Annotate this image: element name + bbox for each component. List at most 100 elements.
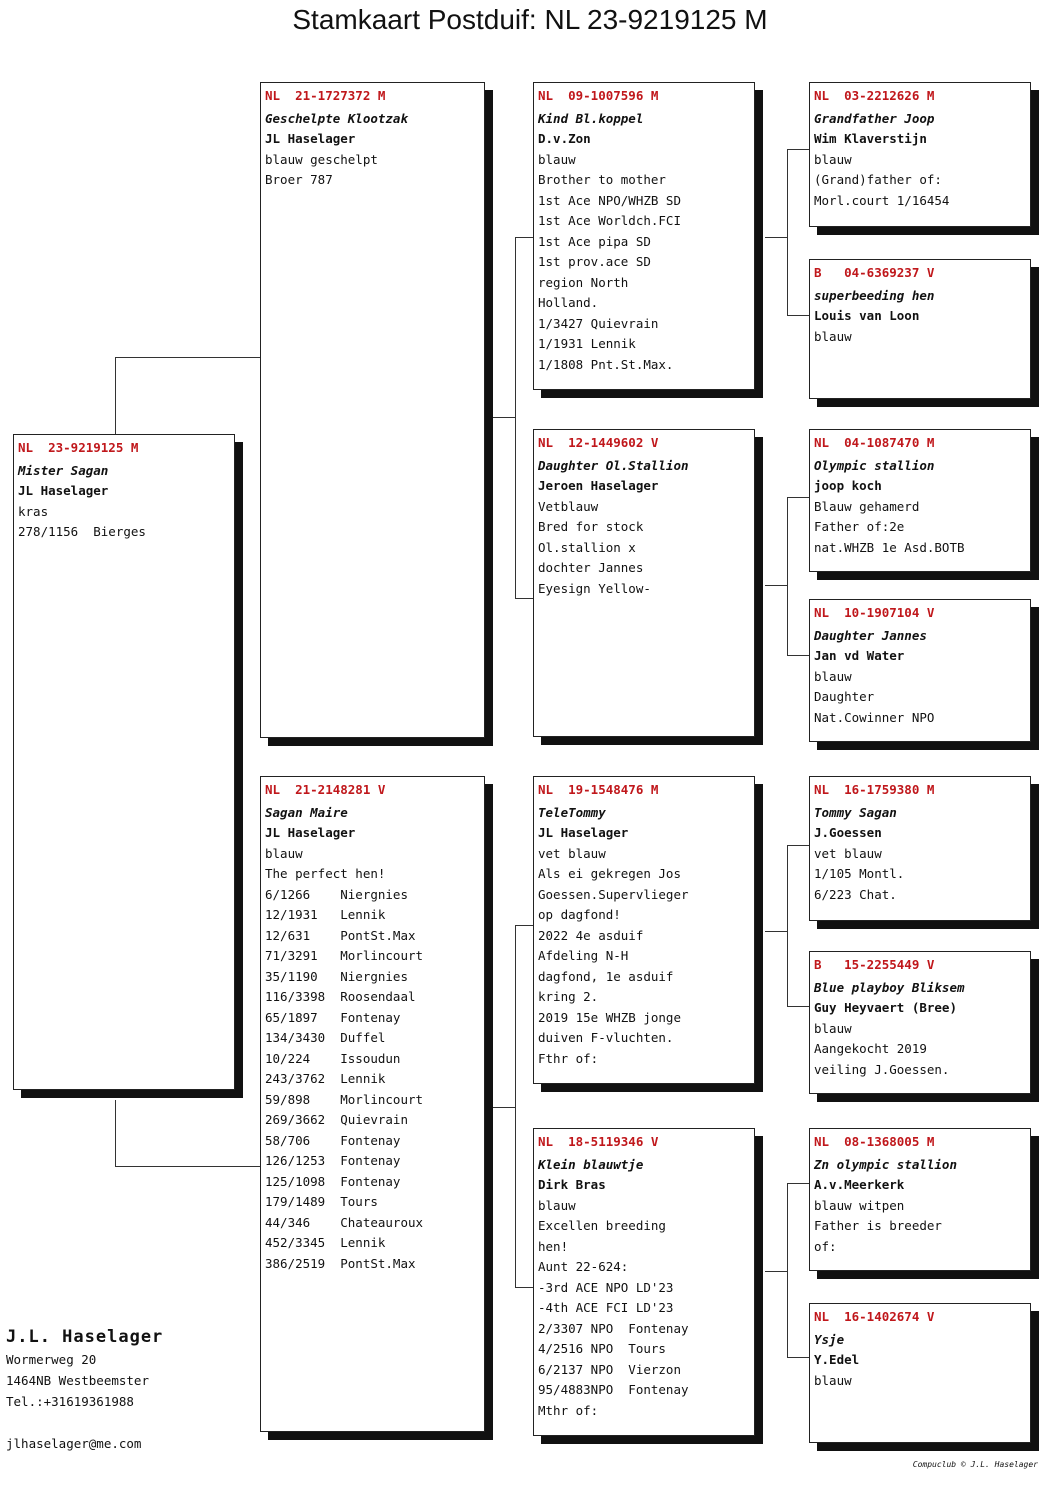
info-line: blauw — [538, 1197, 576, 1213]
ring-number: B 04-6369237 V — [814, 265, 935, 280]
info-line: blauw — [814, 151, 852, 167]
info-line: 1/3427 Quievrain — [538, 315, 659, 331]
owner-email[interactable]: jlhaselager@me.com — [6, 1436, 142, 1451]
info-line: nat.WHZB 1e Asd.BOTB — [814, 539, 965, 555]
breeder-name: Guy Heyvaert (Bree) — [814, 1000, 957, 1015]
info-line: duiven F-vluchten. — [538, 1030, 674, 1045]
info-line: blauw — [814, 1020, 852, 1036]
connector — [765, 237, 787, 238]
ring-number: NL 23-9219125 M — [18, 440, 139, 455]
info-line: 386/2519 PontSt.Max — [265, 1255, 416, 1271]
info-line: Holland. — [538, 295, 599, 310]
info-line: Fthr of: — [538, 1050, 599, 1066]
breeder-name: D.v.Zon — [538, 131, 591, 146]
connector — [787, 315, 809, 316]
breeder-name: Louis van Loon — [814, 308, 920, 323]
breeder-name: J.Goessen — [814, 825, 882, 840]
pigeon-name: Daughter Ol.Stallion — [538, 457, 689, 473]
info-line: Broer 787 — [265, 172, 333, 187]
info-line: 1/1808 Pnt.St.Max. — [538, 356, 674, 372]
info-line: 58/706 Fontenay — [265, 1132, 401, 1148]
info-line: 2019 15e WHZB jonge — [538, 1009, 681, 1025]
pigeon-card: NL 04-1087470 M Olympic stallion joop koch… — [809, 429, 1031, 572]
info-line: 10/224 Issoudun — [265, 1050, 401, 1066]
info-line: vet blauw — [814, 845, 882, 861]
info-line: Brother to mother — [538, 172, 666, 187]
info-line: 1/1931 Lennik — [538, 336, 636, 351]
info-line: 44/346 Chateauroux — [265, 1214, 424, 1230]
connector — [765, 931, 787, 932]
info-line: Blauw gehamerd — [814, 498, 920, 514]
ring-number: NL 03-2212626 M — [814, 88, 935, 103]
info-line: 1st prov.ace SD — [538, 254, 651, 269]
ring-number: B 15-2255449 V — [814, 957, 935, 972]
connector — [765, 585, 787, 586]
info-line: (Grand)father of: — [814, 172, 942, 187]
info-line: blauw — [538, 151, 576, 167]
connector — [515, 1287, 533, 1288]
info-line: 1st Ace pipa SD — [538, 233, 651, 249]
pigeon-name: Ysje — [814, 1331, 845, 1347]
info-line: blauw — [814, 328, 852, 344]
info-line: 1st Ace NPO/WHZB SD — [538, 192, 681, 208]
info-line: Eyesign Yellow- — [538, 580, 651, 596]
info-line: 6/2137 NPO Vierzon — [538, 1361, 681, 1377]
info-line: blauw — [814, 1372, 852, 1388]
info-line: kras — [18, 503, 49, 519]
info-line: dochter Jannes — [538, 560, 644, 575]
connector — [765, 1271, 787, 1272]
breeder-name: joop koch — [814, 478, 882, 493]
pigeon-name: Mister Sagan — [18, 462, 109, 478]
info-line: 2/3307 NPO Fontenay — [538, 1320, 689, 1336]
pigeon-name: superbeeding hen — [814, 287, 935, 303]
info-line: Excellen breeding — [538, 1218, 666, 1233]
pigeon-name: Kind Bl.koppel — [538, 110, 644, 126]
info-line: 125/1098 Fontenay — [265, 1173, 401, 1189]
ring-number: NL 04-1087470 M — [814, 435, 935, 450]
info-line: 65/1897 Fontenay — [265, 1009, 401, 1025]
info-line: 269/3662 Quievrain — [265, 1112, 408, 1127]
connector — [787, 1183, 809, 1184]
info-line: Bred for stock — [538, 519, 644, 534]
breeder-name: Dirk Bras — [538, 1177, 606, 1192]
info-line: 116/3398 Roosendaal — [265, 989, 416, 1004]
connector — [787, 655, 809, 656]
info-line: hen! — [538, 1238, 569, 1254]
info-line: 243/3762 Lennik — [265, 1071, 386, 1086]
owner-info: J.L. Haselager Wormerweg 20 1464NB Westb… — [6, 1325, 163, 1454]
owner-city: 1464NB Westbeemster — [6, 1373, 149, 1388]
info-line: 2022 4e asduif — [538, 927, 644, 943]
info-line: blauw witpen — [814, 1197, 905, 1213]
pigeon-name: Olympic stallion — [814, 457, 935, 473]
connector — [787, 845, 788, 1007]
connector — [787, 149, 809, 150]
info-line: 71/3291 Morlincourt — [265, 948, 424, 963]
connector — [515, 925, 533, 926]
info-line: 1/105 Montl. — [814, 866, 905, 881]
info-line: Afdeling N-H — [538, 948, 629, 963]
info-line: 12/631 PontSt.Max — [265, 927, 416, 943]
pigeon-name: Tommy Sagan — [814, 804, 897, 820]
info-line: Mthr of: — [538, 1402, 599, 1418]
breeder-name: Jan vd Water — [814, 648, 905, 663]
ring-number: NL 12-1449602 V — [538, 435, 659, 450]
info-line: Ol.stallion x — [538, 539, 636, 555]
info-line: 278/1156 Bierges — [18, 524, 146, 539]
pigeon-name: Blue playboy Bliksem — [814, 979, 965, 995]
connector — [787, 149, 788, 316]
credit-text: Compuclub © J.L. Haselager — [912, 1460, 1038, 1469]
info-line: 1st Ace Worldch.FCI — [538, 213, 681, 228]
info-line: Nat.Cowinner NPO — [814, 709, 935, 725]
info-line: 12/1931 Lennik — [265, 907, 386, 922]
info-line: 6/1266 Niergnies — [265, 886, 408, 902]
pigeon-name: Grandfather Joop — [814, 110, 935, 126]
